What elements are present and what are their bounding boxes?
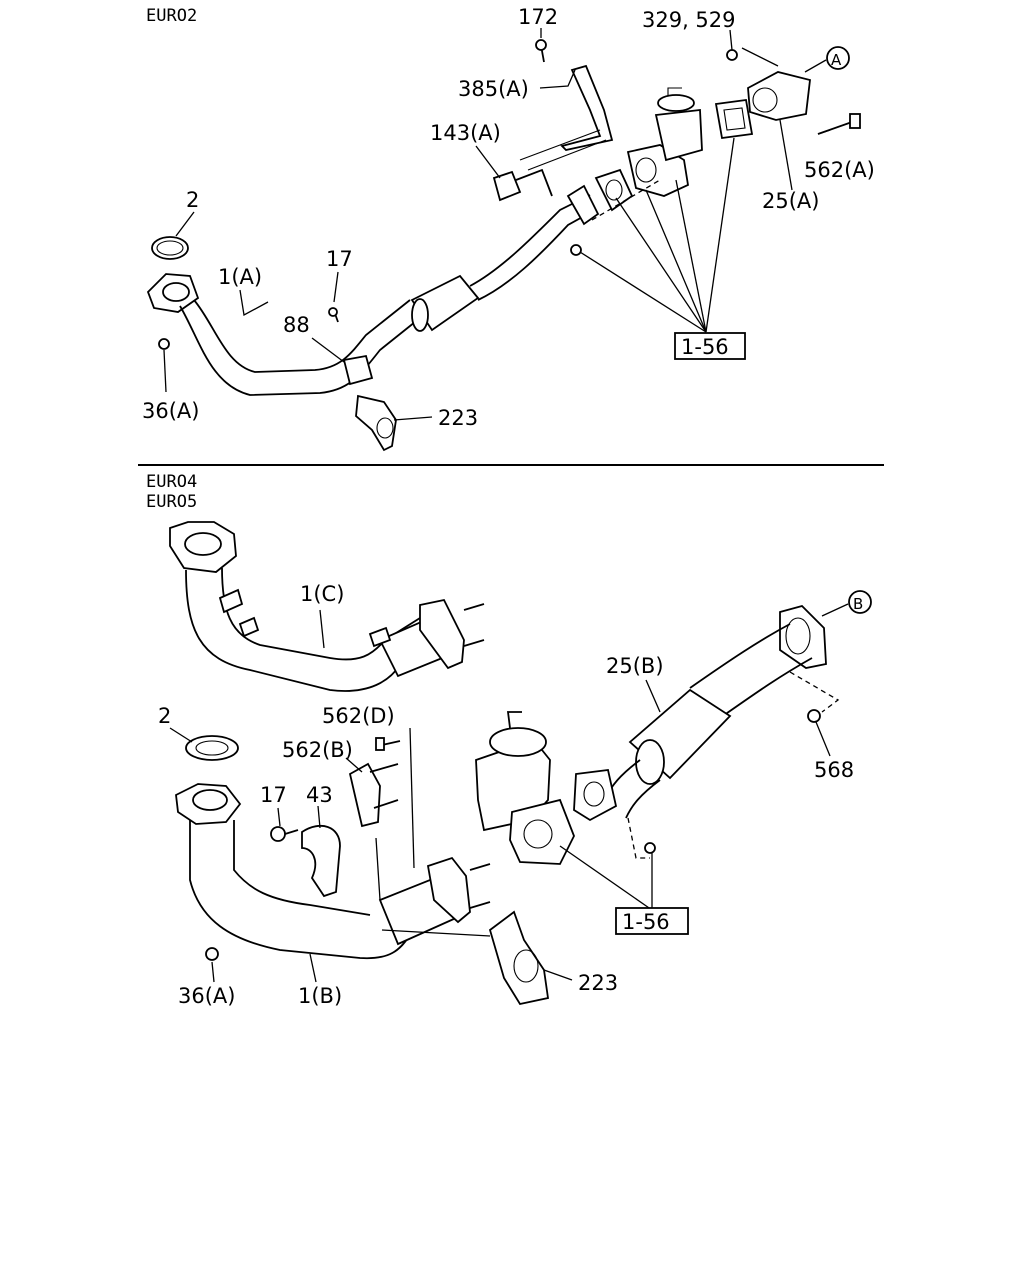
label-88: 88 <box>283 313 310 337</box>
clamp-88 <box>342 354 374 386</box>
label-562a: 562(A) <box>804 158 875 182</box>
label-17-b: 17 <box>260 783 287 807</box>
label-562d: 562(D) <box>322 704 395 728</box>
gasket-square <box>714 98 754 140</box>
label-223: 223 <box>438 406 478 430</box>
clamp-43 <box>301 824 341 898</box>
label-143a: 143(A) <box>430 121 501 145</box>
rear-flange-1b <box>426 856 471 924</box>
callout-circle-a <box>826 46 850 70</box>
label-568: 568 <box>814 758 854 782</box>
bracket-385a <box>560 64 614 151</box>
nut-329-529 <box>726 49 738 61</box>
label-36a-b: 36(A) <box>178 984 235 1008</box>
bolt-17b <box>270 826 286 842</box>
label-2-b: 2 <box>158 704 171 728</box>
label-36a: 36(A) <box>142 399 199 423</box>
flange-25b-front <box>573 769 618 822</box>
label-172: 172 <box>518 5 558 29</box>
euro2-assembly <box>146 39 861 452</box>
callout-a: A <box>831 51 842 69</box>
euro45-assembly <box>169 521 827 1006</box>
pipe-1b <box>189 820 411 960</box>
ref-box-1-56 <box>674 332 746 360</box>
section-header-euro5: EURO5 <box>146 492 197 512</box>
label-329-529: 329, 529 <box>642 8 736 32</box>
bolt-562d <box>381 740 401 746</box>
label-1b: 1(B) <box>298 984 342 1008</box>
nut-568 <box>807 709 821 723</box>
label-1a: 1(A) <box>218 265 262 289</box>
ref-box-1-56-b <box>615 907 689 935</box>
label-25a: 25(A) <box>762 189 819 213</box>
label-562b: 562(B) <box>282 738 353 762</box>
label-223-b: 223 <box>578 971 618 995</box>
callout-circle-b <box>848 590 872 614</box>
section-header-euro4: EURO4 <box>146 472 197 492</box>
flange-25b <box>779 604 827 669</box>
nut-flange-b <box>644 842 656 854</box>
stay-562b <box>348 762 381 828</box>
nut-flange <box>570 244 582 256</box>
rear-flange-1c <box>419 598 465 670</box>
label-25b: 25(B) <box>606 654 664 678</box>
label-1c: 1(C) <box>300 582 344 606</box>
bracket-223 <box>355 394 397 452</box>
euro2-leader-lines <box>163 28 831 421</box>
euro45-leader-lines <box>169 603 849 983</box>
label-1-56: 1-56 <box>681 335 729 359</box>
bracket-223b <box>488 910 550 1006</box>
pipe-1c <box>185 569 441 692</box>
gasket-ring-2b <box>185 735 239 761</box>
turbo-outlet-flange <box>509 798 575 865</box>
label-43: 43 <box>306 783 333 807</box>
label-1-56-b: 1-56 <box>622 910 670 934</box>
hanger-143a <box>492 170 522 202</box>
gasket-plate <box>594 168 634 212</box>
label-17: 17 <box>326 247 353 271</box>
flange-25a <box>747 71 811 121</box>
label-385a: 385(A) <box>458 77 529 101</box>
section-header-euro2: EURO2 <box>146 6 197 26</box>
callout-b: B <box>853 595 863 613</box>
label-2: 2 <box>186 188 199 212</box>
nut-36a <box>158 338 170 350</box>
nut-36a-b <box>205 947 219 961</box>
